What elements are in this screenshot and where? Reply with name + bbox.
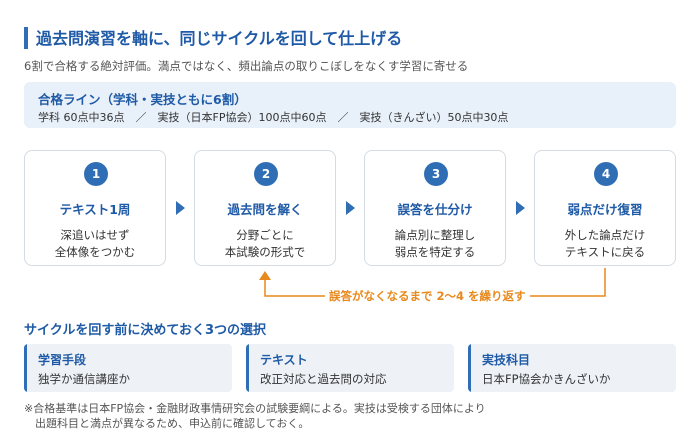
arrow-right-icon xyxy=(176,201,185,215)
step-description-line: 論点別に整理し xyxy=(394,228,476,242)
criteria-title: 合格ライン（学科・実技ともに6割） xyxy=(38,92,247,107)
choice-value: 改正対応と過去問の対応 xyxy=(260,372,387,386)
step-number-badge: 3 xyxy=(424,162,448,186)
step-description-line: 全体像をつかむ xyxy=(54,245,136,259)
step-card-3: 3 誤答を仕分け 論点別に整理し 弱点を特定する xyxy=(364,150,506,266)
step-description-line: 弱点を特定する xyxy=(394,245,476,259)
step-description-line: テキストに戻る xyxy=(564,245,646,259)
step-description: 論点別に整理し 弱点を特定する xyxy=(365,227,505,261)
choice-label: 実技科目 xyxy=(482,353,531,367)
choice-card-textbook: テキスト 改正対応と過去問の対応 xyxy=(246,344,454,392)
step-card-1: 1 テキスト1周 深追いはせず 全体像をつかむ xyxy=(24,150,166,266)
step-description-line: 深追いはせず xyxy=(60,228,130,242)
loop-arrowhead-icon xyxy=(259,271,271,280)
choice-label: テキスト xyxy=(260,353,308,367)
page-title: 過去問演習を軸に、同じサイクルを回して仕上げる xyxy=(36,29,403,48)
choice-card-practical-subject: 実技科目 日本FP協会かきんざいか xyxy=(468,344,676,392)
choice-accent-bar xyxy=(24,344,27,392)
title-accent-bar xyxy=(24,27,28,49)
choice-accent-bar xyxy=(468,344,471,392)
section-title: サイクルを回す前に決めておく3つの選択 xyxy=(24,323,267,338)
step-description: 外した論点だけ テキストに戻る xyxy=(535,227,675,261)
step-description-line: 分野ごとに xyxy=(236,228,294,242)
criteria-panel: 合格ライン（学科・実技ともに6割） 学科 60点中36点 ／ 実技（日本FP協会… xyxy=(24,82,676,128)
step-card-2: 2 過去問を解く 分野ごとに 本試験の形式で xyxy=(194,150,336,266)
choice-card-study-method: 学習手段 独学か通信講座か xyxy=(24,344,232,392)
choice-accent-bar xyxy=(246,344,249,392)
footnote-line: 出題科目と満点が異なるため、申込前に確認しておく。 xyxy=(24,417,310,430)
step-description-line: 外した論点だけ xyxy=(564,228,646,242)
footnote: ※合格基準は日本FP協会・金融財政事情研究会の試験要綱による。実技は受検する団体… xyxy=(24,401,486,431)
loop-label: 誤答がなくなるまで 2〜4 を繰り返す xyxy=(325,288,530,304)
step-title: 誤答を仕分け xyxy=(397,202,473,217)
choice-label: 学習手段 xyxy=(38,353,87,367)
step-description: 深追いはせず 全体像をつかむ xyxy=(25,227,165,261)
step-description: 分野ごとに 本試験の形式で xyxy=(195,227,335,261)
step-title: 過去問を解く xyxy=(227,202,303,217)
step-title: テキスト1周 xyxy=(59,202,131,217)
step-card-4: 4 弱点だけ復習 外した論点だけ テキストに戻る xyxy=(534,150,676,266)
footnote-line: ※合格基準は日本FP協会・金融財政事情研究会の試験要綱による。実技は受検する団体… xyxy=(24,402,486,415)
step-description-line: 本試験の形式で xyxy=(224,245,306,259)
choice-value: 日本FP協会かきんざいか xyxy=(482,372,611,386)
arrow-right-icon xyxy=(516,201,525,215)
step-title: 弱点だけ復習 xyxy=(567,202,643,217)
step-number-badge: 2 xyxy=(254,162,278,186)
choice-value: 独学か通信講座か xyxy=(38,372,130,386)
arrow-right-icon xyxy=(346,201,355,215)
step-number-badge: 1 xyxy=(84,162,108,186)
step-number-badge: 4 xyxy=(594,162,618,186)
criteria-detail: 学科 60点中36点 ／ 実技（日本FP協会）100点中60点 ／ 実技（きんざ… xyxy=(38,111,509,124)
page-subtitle: 6割で合格する絶対評価。満点ではなく、頻出論点の取りこぼしをなくす学習に寄せる xyxy=(24,59,469,73)
